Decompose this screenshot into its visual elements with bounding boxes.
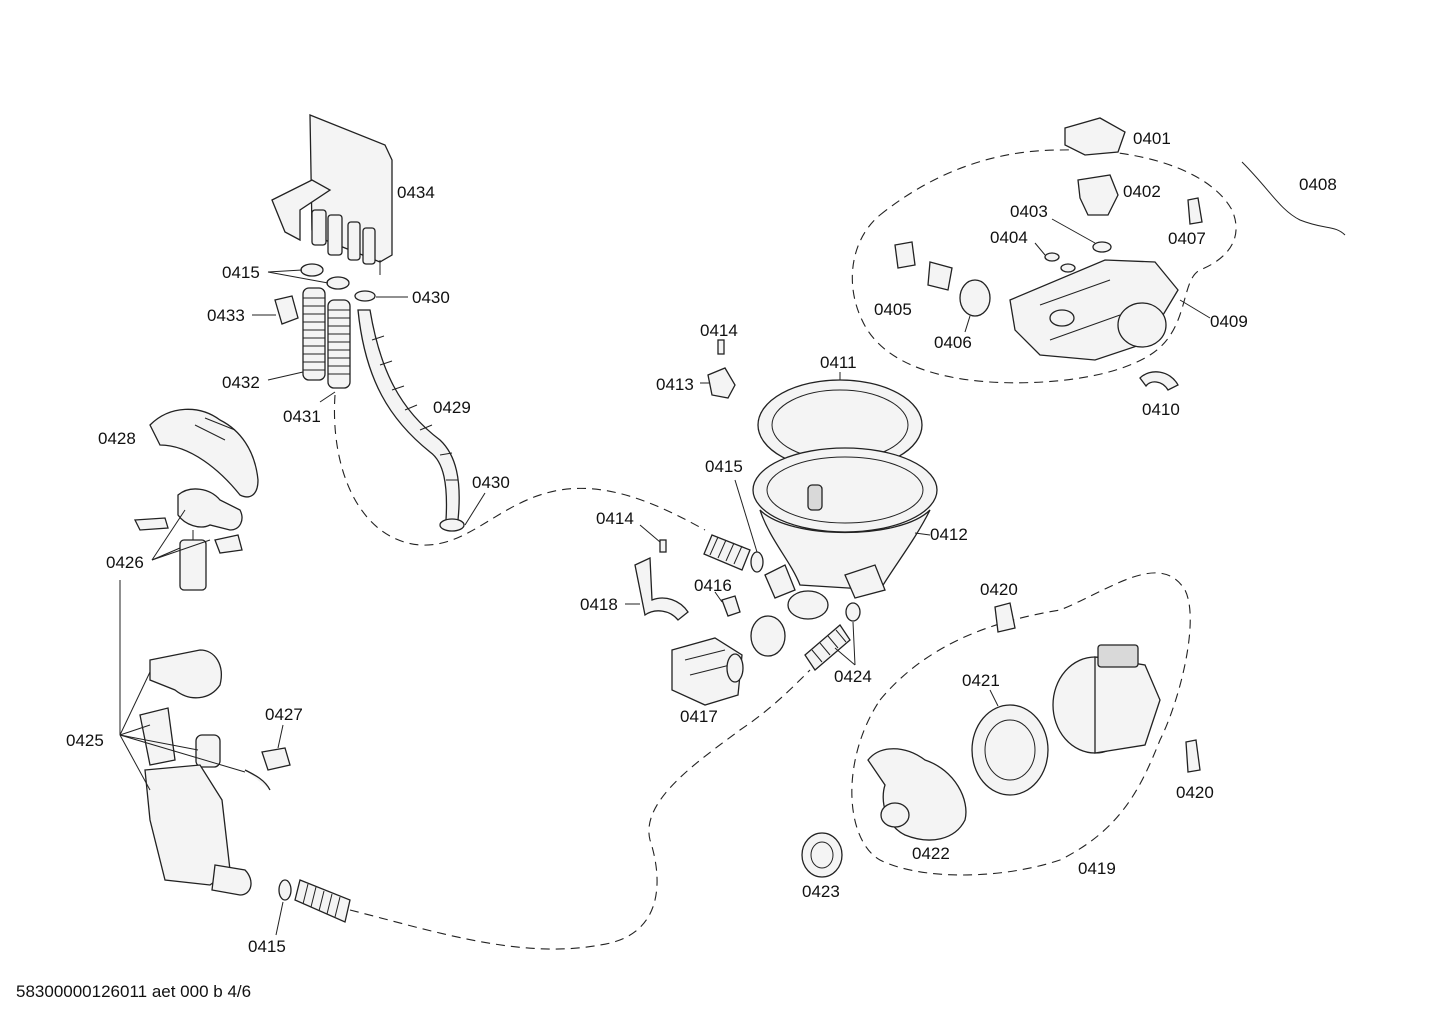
label-0412: 0412 bbox=[930, 525, 968, 544]
label-0422: 0422 bbox=[912, 844, 950, 863]
label-0420: 0420 bbox=[980, 580, 1018, 599]
label-0427: 0427 bbox=[265, 705, 303, 724]
part-0422-pump-housing bbox=[867, 748, 967, 841]
part-0412-sump bbox=[752, 447, 938, 620]
label-0417: 0417 bbox=[680, 707, 718, 726]
label-0430: 0430 bbox=[412, 288, 450, 307]
part-0424-hose bbox=[804, 624, 851, 671]
part-0418-bracket bbox=[634, 557, 689, 621]
label-0423: 0423 bbox=[802, 882, 840, 901]
part-circulation-pump-motor bbox=[1052, 644, 1161, 754]
hose-routing-line bbox=[349, 669, 811, 950]
label-0402: 0402 bbox=[1123, 182, 1161, 201]
label-0410: 0410 bbox=[1142, 400, 1180, 419]
label-0413: 0413 bbox=[656, 375, 694, 394]
drawing-reference-number: 58300000126011 aet 000 b 4/6 bbox=[16, 982, 251, 1001]
label-0425: 0425 bbox=[66, 731, 104, 750]
label-0415: 0415 bbox=[248, 937, 286, 956]
part-0408-cable bbox=[1241, 161, 1346, 236]
part-0401-cover bbox=[1064, 117, 1126, 156]
label-0405: 0405 bbox=[874, 300, 912, 319]
part-0420-clip bbox=[994, 602, 1016, 633]
label-0429: 0429 bbox=[433, 398, 471, 417]
part-0415-seal bbox=[750, 551, 764, 573]
label-0406: 0406 bbox=[934, 333, 972, 352]
label-0430: 0430 bbox=[472, 473, 510, 492]
part-0434-air-duct bbox=[271, 114, 393, 275]
hose-routing-line bbox=[333, 394, 706, 546]
part-0407-clip bbox=[1187, 197, 1203, 225]
part-0430-hose-clamp bbox=[354, 290, 376, 302]
label-0421: 0421 bbox=[962, 671, 1000, 690]
label-0432: 0432 bbox=[222, 373, 260, 392]
label-0428: 0428 bbox=[98, 429, 136, 448]
part-0403-seal bbox=[1092, 241, 1112, 253]
label-0401: 0401 bbox=[1133, 129, 1171, 148]
part-0405-sensor bbox=[927, 261, 953, 291]
label-0411: 0411 bbox=[820, 353, 857, 372]
group-outline-heater-assembly bbox=[851, 149, 1237, 384]
label-0416: 0416 bbox=[694, 576, 732, 595]
part-0415-hose bbox=[703, 534, 751, 571]
label-0414: 0414 bbox=[700, 321, 738, 340]
part-0416-clip bbox=[721, 595, 741, 617]
part-0427-clip bbox=[261, 747, 291, 771]
part-0426-valve-assembly bbox=[133, 488, 243, 591]
label-0418: 0418 bbox=[580, 595, 618, 614]
part-drain-corrugated-hose bbox=[294, 879, 351, 923]
label-0431: 0431 bbox=[283, 407, 321, 426]
part-0404-seal bbox=[1044, 252, 1060, 262]
label-0407: 0407 bbox=[1168, 229, 1206, 248]
label-0414: 0414 bbox=[596, 509, 634, 528]
label-0404: 0404 bbox=[990, 228, 1028, 247]
part-0414-screw bbox=[717, 339, 725, 355]
part-0431-corrugated-hose bbox=[327, 299, 351, 389]
label-0433: 0433 bbox=[207, 306, 245, 325]
part-0430-hose-clamp bbox=[439, 518, 465, 532]
part-0404-seal bbox=[1060, 263, 1076, 273]
label-0419: 0419 bbox=[1078, 859, 1116, 878]
label-0403: 0403 bbox=[1010, 202, 1048, 221]
part-0402-connector bbox=[1077, 174, 1119, 216]
part-0420-clip bbox=[1185, 739, 1201, 773]
part-0415-seal bbox=[326, 276, 350, 290]
part-0421-impeller-cover bbox=[971, 704, 1049, 796]
part-0405-sensor bbox=[894, 241, 916, 269]
label-0409: 0409 bbox=[1210, 312, 1248, 331]
label-0426: 0426 bbox=[106, 553, 144, 572]
part-0413-bracket bbox=[707, 367, 736, 399]
label-0415: 0415 bbox=[705, 457, 743, 476]
label-0434: 0434 bbox=[397, 183, 435, 202]
part-0415-seal bbox=[300, 263, 324, 277]
label-0424: 0424 bbox=[834, 667, 872, 686]
part-0415-seal bbox=[278, 879, 292, 901]
part-0425-drain-assembly bbox=[139, 649, 271, 896]
part-0410-hose-clamp bbox=[1139, 371, 1179, 391]
part-0433-clip bbox=[274, 295, 299, 325]
part-0409-heater-housing bbox=[1009, 259, 1179, 361]
label-0415: 0415 bbox=[222, 263, 260, 282]
label-0420: 0420 bbox=[1176, 783, 1214, 802]
part-0428-cover bbox=[149, 408, 259, 498]
part-0406-seal-ring bbox=[959, 279, 991, 317]
label-0408: 0408 bbox=[1299, 175, 1337, 194]
part-0414-screw bbox=[659, 539, 667, 553]
part-0424-seal bbox=[845, 602, 861, 622]
part-0432-corrugated-hose bbox=[302, 287, 326, 381]
part-0423-grommet bbox=[801, 832, 843, 878]
part-0417-drain-pump bbox=[671, 637, 744, 706]
group-outline-pump-assembly bbox=[851, 572, 1191, 876]
